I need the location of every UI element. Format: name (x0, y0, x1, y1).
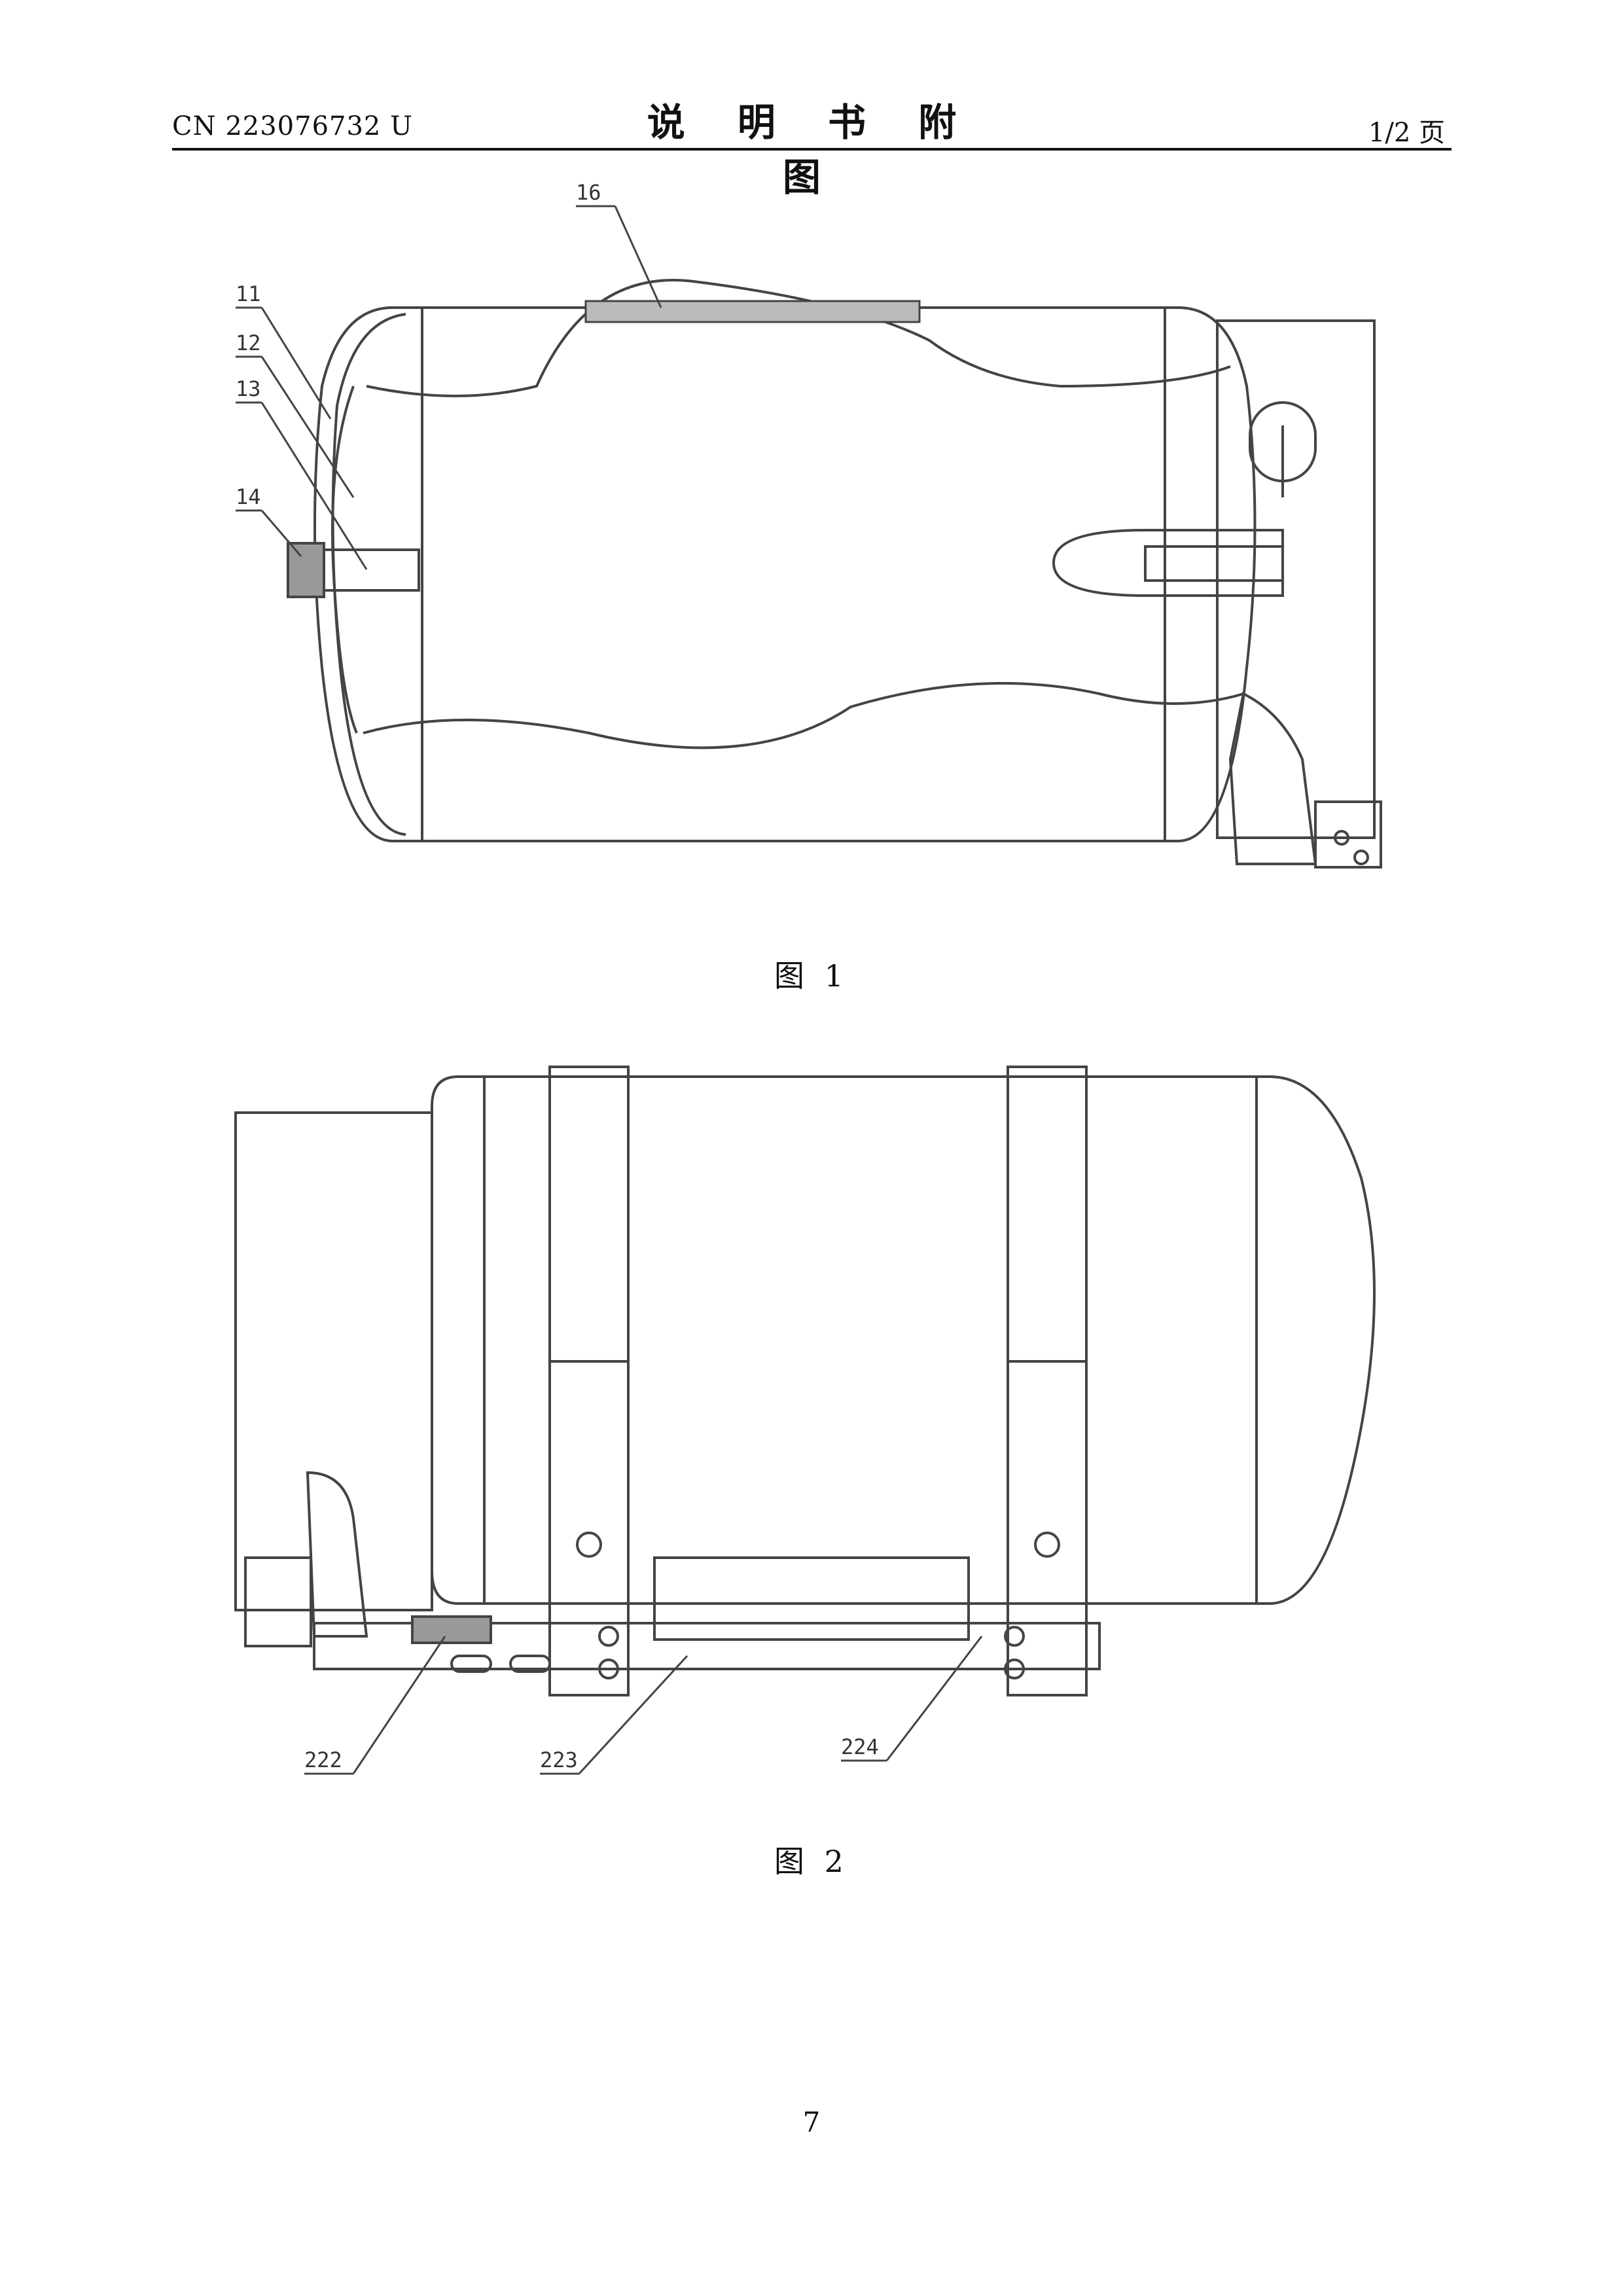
part-16 (586, 301, 919, 322)
label-222: 222 (304, 1748, 342, 1772)
cutaway-top (366, 280, 1230, 396)
leader-223 (579, 1656, 687, 1774)
figure-1-drawing: 16 11 12 13 14 (0, 170, 1623, 923)
cutaway-bottom (363, 683, 1243, 748)
tank-outline (432, 1077, 1374, 1604)
label-12: 12 (236, 331, 261, 355)
leader-224 (887, 1636, 982, 1761)
bolt-left-2 (599, 1627, 618, 1645)
label-13: 13 (236, 376, 261, 401)
leader-14 (262, 511, 301, 556)
strap-left (550, 1067, 628, 1695)
bolt-left-1 (577, 1533, 601, 1556)
label-11: 11 (236, 281, 261, 306)
label-16: 16 (576, 180, 601, 205)
figure-2-caption: 图 2 (0, 1838, 1623, 1881)
base-block-left (245, 1558, 311, 1646)
leader-222 (353, 1636, 445, 1774)
publication-number: CN 223076732 U (172, 111, 413, 141)
header-rule (172, 148, 1452, 151)
figure-1: 16 11 12 13 14 (0, 170, 1623, 923)
figure-1-caption: 图 1 (0, 952, 1623, 996)
tank-outline (315, 308, 1255, 841)
outlet-pipe (1054, 530, 1283, 596)
control-box (236, 1113, 432, 1610)
bolt-right-1 (1035, 1533, 1059, 1556)
bracket-hole-2 (1355, 851, 1368, 864)
figure-2: 222 223 224 (0, 1047, 1623, 1800)
part-222 (412, 1617, 491, 1643)
side-bracket (308, 1473, 366, 1636)
inlet-fitting (288, 543, 324, 597)
leader-16 (615, 206, 661, 308)
strap-right (1008, 1067, 1086, 1695)
page-number: 7 (0, 2106, 1623, 2138)
label-224: 224 (841, 1734, 879, 1759)
label-223: 223 (540, 1748, 578, 1772)
leader-11 (262, 308, 330, 419)
figure-2-drawing: 222 223 224 (0, 1047, 1623, 1800)
label-14: 14 (236, 484, 261, 509)
page-of-total: 1/2 页 (1368, 111, 1445, 149)
mounting-plate (654, 1558, 969, 1640)
